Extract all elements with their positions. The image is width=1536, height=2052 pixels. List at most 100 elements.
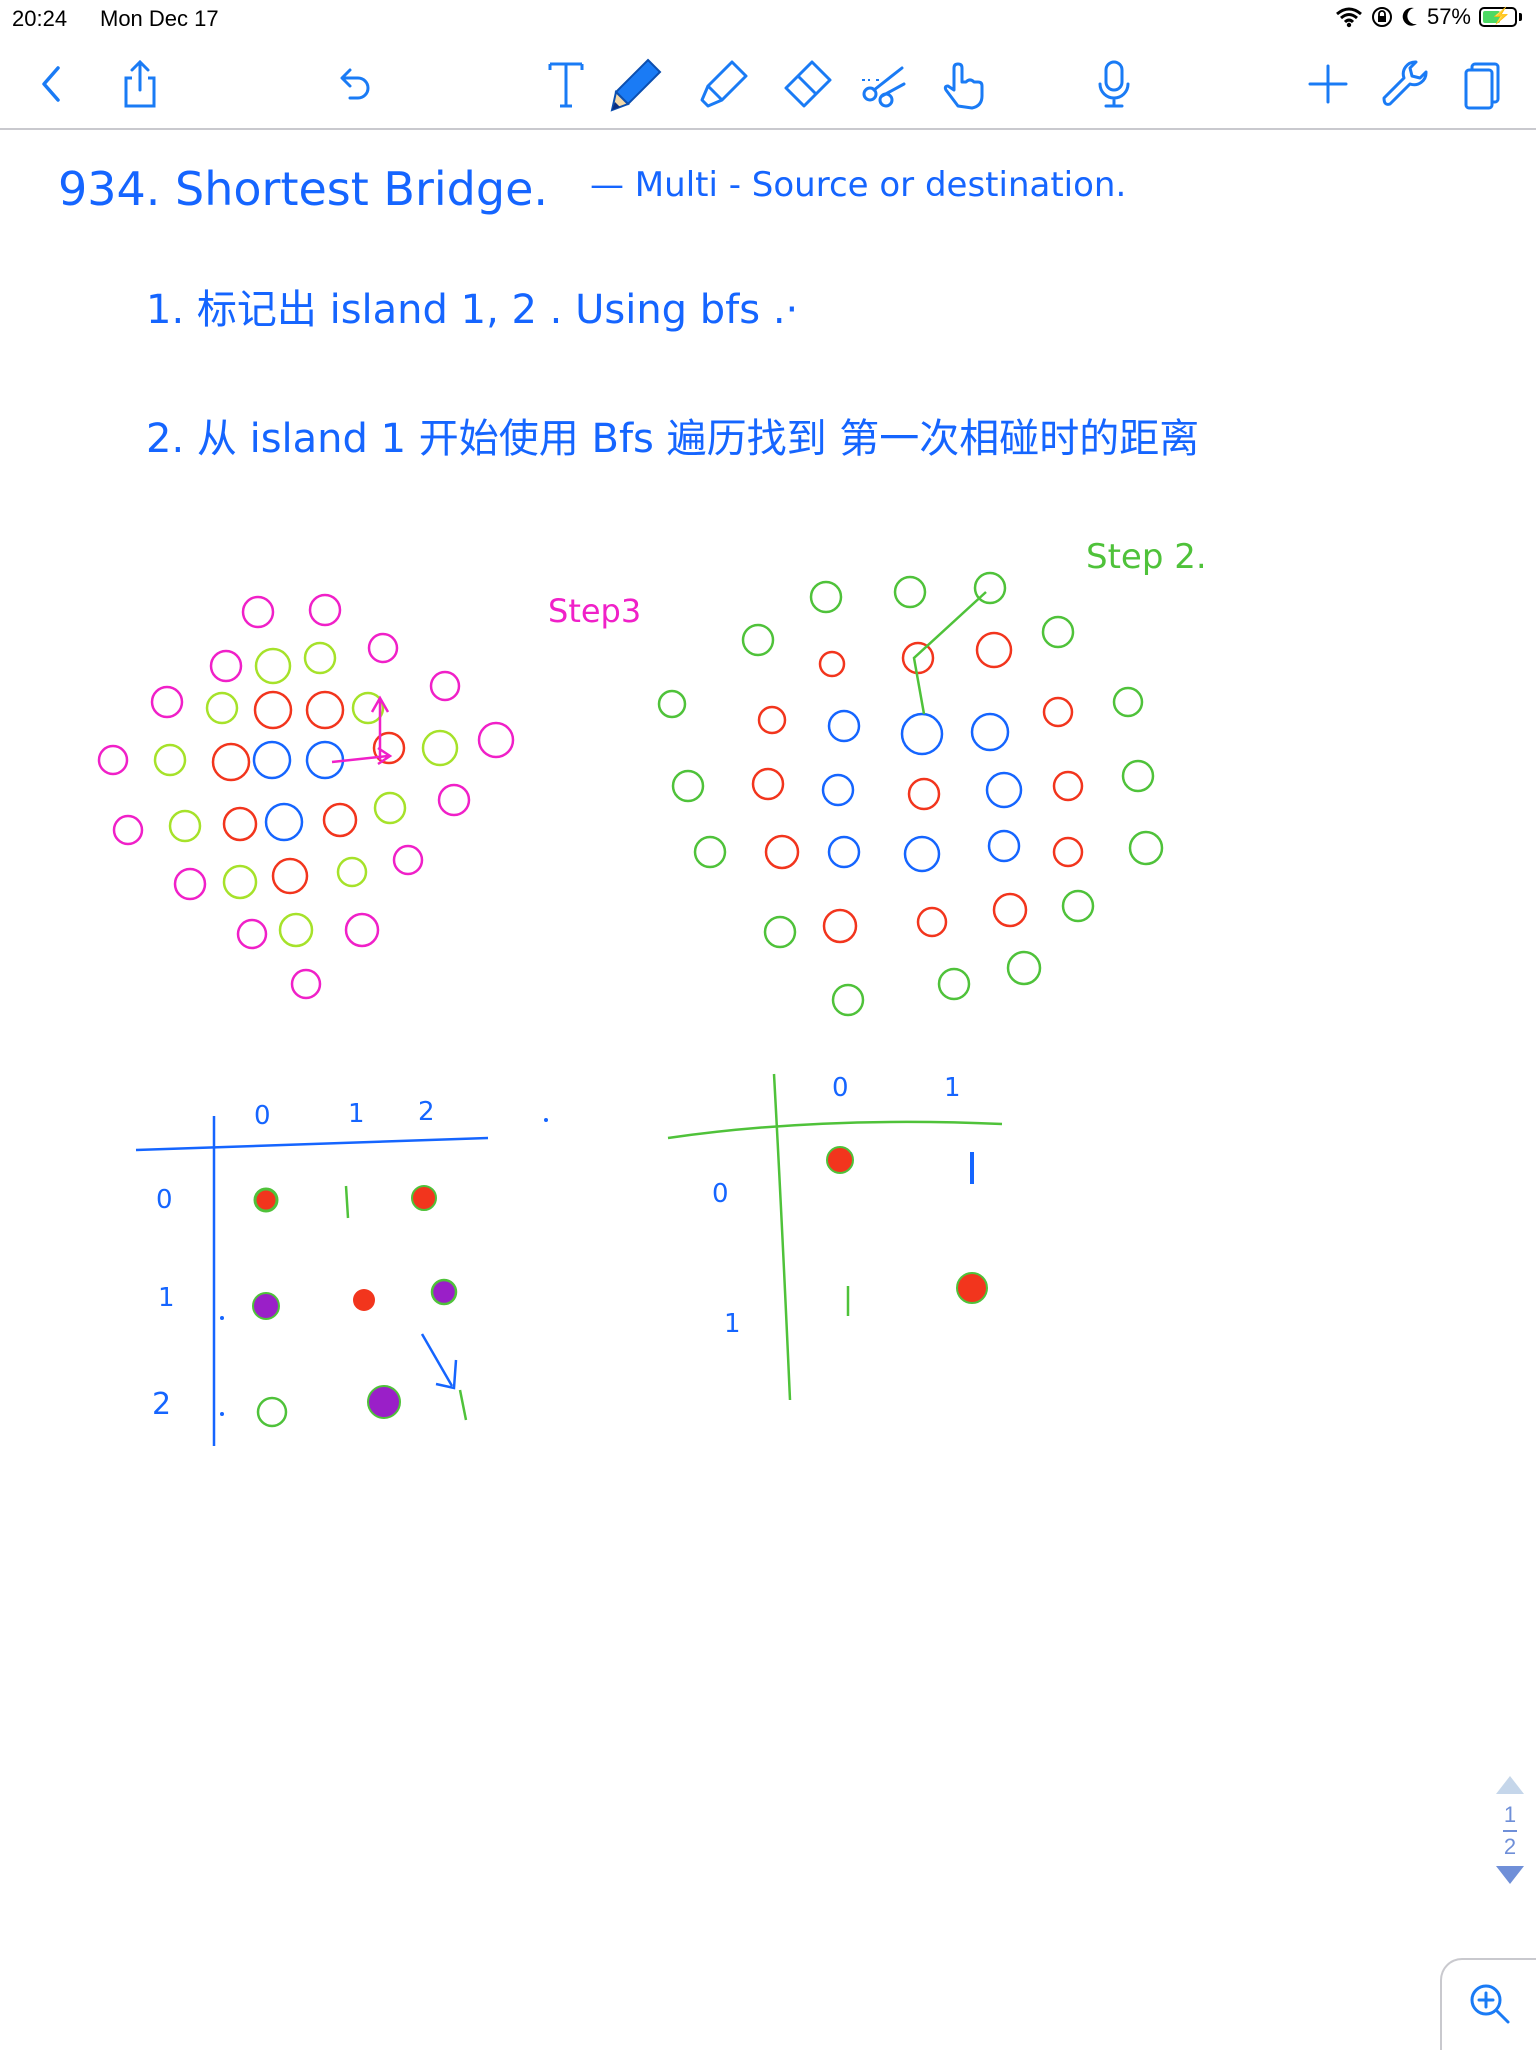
ring-green — [1128, 830, 1164, 866]
ring-red — [211, 742, 251, 782]
arrow-right — [331, 746, 393, 766]
status-time: 20:24 — [12, 6, 68, 31]
ring-magenta — [209, 649, 243, 683]
ring-red — [916, 906, 948, 938]
battery-tip — [1519, 13, 1522, 21]
ring-red — [901, 641, 935, 675]
ring-magenta — [344, 912, 380, 948]
zoom-button[interactable] — [1440, 1958, 1536, 2050]
ring-magenta — [308, 593, 342, 627]
hand-pointer-icon — [943, 62, 984, 110]
status-right-group: 57% ⚡ — [1335, 4, 1522, 30]
text-tool-button[interactable] — [538, 56, 594, 112]
grid1-col-label: 0 — [254, 1101, 271, 1131]
grid2-col-label: 1 — [944, 1073, 961, 1103]
ring-lime — [205, 691, 239, 725]
undo-button[interactable] — [326, 56, 382, 112]
ring-green — [1041, 615, 1075, 649]
note-title: 934. Shortest Bridge. — [58, 162, 548, 216]
wrench-icon — [1382, 60, 1428, 106]
grid2-col-label: 0 — [832, 1073, 849, 1103]
total-page-number: 2 — [1503, 1834, 1517, 1859]
highlighter-tool-button[interactable] — [696, 56, 752, 112]
ring-green — [937, 967, 971, 1001]
ring-blue — [821, 773, 855, 807]
lasso-tool-button[interactable] — [856, 56, 912, 112]
pen-tool-button[interactable] — [608, 56, 664, 112]
grid2-row-label: 0 — [712, 1179, 729, 1209]
battery-charging-icon: ⚡ — [1479, 7, 1517, 27]
ring-lime — [278, 912, 314, 948]
note-canvas[interactable]: 934. Shortest Bridge. — Multi - Source o… — [0, 130, 1536, 2048]
ring-green — [671, 769, 705, 803]
plus-icon — [1308, 64, 1348, 104]
ring-blue — [264, 802, 304, 842]
ring-magenta — [392, 844, 424, 876]
ring-blue — [900, 712, 944, 756]
grid1-col-label: 1 — [348, 1099, 365, 1129]
grid1-row-label: 1 — [158, 1283, 175, 1313]
battery-fill — [1483, 11, 1501, 23]
ring-red — [822, 908, 858, 944]
eraser-tool-button[interactable] — [778, 56, 834, 112]
microphone-button[interactable] — [1086, 56, 1142, 112]
page-navigator: 1 2 — [1490, 1776, 1530, 1896]
ring-magenta — [173, 867, 207, 901]
cell-red-marked — [411, 1185, 437, 1211]
ring-magenta — [290, 968, 322, 1000]
cell-purple-marked — [430, 1278, 458, 1306]
settings-button[interactable] — [1376, 56, 1432, 112]
path-line — [912, 591, 987, 715]
ring-magenta — [241, 595, 275, 629]
previous-page-icon[interactable] — [1496, 1776, 1524, 1794]
microphone-icon — [1098, 60, 1130, 108]
grid2-row-label: 1 — [724, 1309, 741, 1339]
label-step3: Step3 — [548, 592, 641, 630]
ring-lime — [373, 791, 407, 825]
highlighter-icon — [700, 60, 748, 108]
share-button[interactable] — [112, 56, 168, 112]
status-date: Mon Dec 17 — [100, 6, 219, 31]
charging-bolt-icon: ⚡ — [1491, 8, 1511, 25]
ring-blue — [252, 740, 292, 780]
ring-lime — [421, 729, 459, 767]
add-page-button[interactable] — [1300, 56, 1356, 112]
cell-red-marked — [956, 1272, 988, 1304]
back-button[interactable] — [24, 56, 80, 112]
ring-green — [1006, 950, 1042, 986]
ring-red — [372, 731, 406, 765]
hand-tool-button[interactable] — [936, 56, 992, 112]
ring-magenta — [97, 744, 129, 776]
grid1-col-label: 2 — [418, 1097, 435, 1127]
grid1-row-label: 0 — [156, 1185, 173, 1215]
page-divider — [1503, 1830, 1517, 1832]
ring-lime — [153, 743, 187, 777]
ring-magenta — [429, 670, 461, 702]
ring-green — [1121, 759, 1155, 793]
ring-magenta — [437, 783, 471, 817]
current-page-number: 1 — [1503, 1802, 1517, 1827]
ring-red — [322, 802, 358, 838]
note-title-subtitle: — Multi - Source or destination. — [590, 165, 1126, 205]
pages-button[interactable] — [1456, 56, 1512, 112]
ring-lime — [351, 691, 385, 725]
note-step2: 2. 从 island 1 开始使用 Bfs 遍历找到 第一次相碰时的距离 — [146, 416, 1199, 462]
cell-purple-dot — [367, 1385, 401, 1419]
ring-blue — [827, 835, 861, 869]
next-page-icon[interactable] — [1496, 1866, 1524, 1884]
undo-icon — [340, 68, 370, 100]
zoom-in-icon — [1470, 1984, 1510, 2024]
rotation-lock-icon — [1371, 7, 1392, 27]
ring-red — [1042, 696, 1074, 728]
cell-red-marked — [826, 1146, 854, 1174]
ring-red — [907, 777, 941, 811]
ring-green — [1112, 686, 1144, 718]
ring-blue — [987, 829, 1021, 863]
toolbar — [0, 40, 1536, 130]
grid-table-2: 0 1 0 1 — [667, 1073, 1003, 1401]
ring-red — [1052, 770, 1084, 802]
ring-red — [1052, 836, 1084, 868]
label-step2: Step 2. — [1086, 537, 1207, 577]
ring-magenta — [367, 632, 399, 664]
ring-magenta — [150, 685, 184, 719]
